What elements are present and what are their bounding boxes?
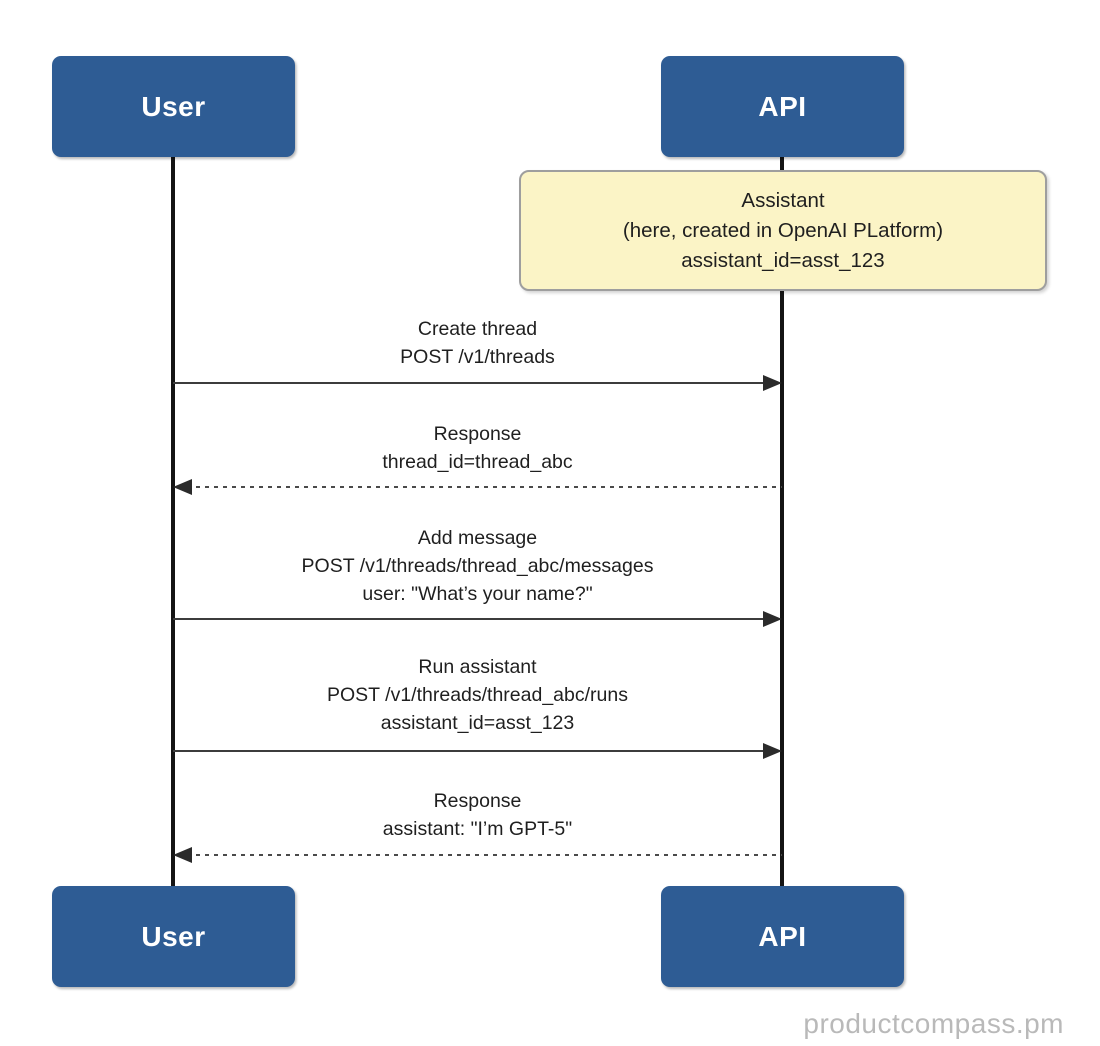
assistant-note-line: (here, created in OpenAI PLatform) [622, 218, 944, 242]
message-line: assistant_id=asst_123 [380, 712, 575, 734]
assistant-note: Assistant (here, created in OpenAI PLatf… [519, 170, 1047, 291]
dashed-arrow-line [187, 486, 782, 488]
message-assistant-response-label: Response assistant: "I’m GPT-5" [173, 787, 782, 843]
solid-arrow-line [173, 618, 768, 620]
solid-arrow-line [173, 750, 768, 752]
message-run-assistant-arrow [173, 743, 782, 759]
actor-user-top: User [52, 56, 295, 157]
actor-user-bottom-label: User [141, 920, 206, 952]
message-add-message-label: Add message POST /v1/threads/thread_abc/… [173, 524, 782, 608]
message-line: POST /v1/threads/thread_abc/messages [301, 555, 654, 577]
message-thread-response-arrow [173, 479, 782, 495]
actor-api-bottom: API [661, 886, 904, 987]
message-line: thread_id=thread_abc [382, 451, 573, 473]
arrowhead-left-icon [173, 479, 192, 495]
arrowhead-right-icon [763, 611, 782, 627]
actor-api-bottom-label: API [758, 920, 807, 952]
assistant-note-line: assistant_id=asst_123 [681, 248, 885, 272]
message-line: POST /v1/threads/thread_abc/runs [327, 684, 628, 706]
dashed-arrow-line [187, 854, 782, 856]
message-line: Run assistant [418, 656, 537, 678]
user-lifeline [171, 157, 175, 886]
actor-user-top-label: User [141, 90, 206, 122]
message-line: Response [433, 790, 522, 812]
actor-api-top-label: API [758, 90, 807, 122]
solid-arrow-line [173, 382, 768, 384]
message-run-assistant-label: Run assistant POST /v1/threads/thread_ab… [173, 653, 782, 737]
api-lifeline [780, 157, 784, 886]
message-line: Response [433, 423, 522, 445]
message-thread-response-label: Response thread_id=thread_abc [173, 420, 782, 476]
message-line: Create thread [417, 318, 538, 340]
actor-user-bottom: User [52, 886, 295, 987]
assistant-note-line: Assistant [741, 188, 825, 212]
message-line: assistant: "I’m GPT-5" [382, 818, 573, 840]
message-line: user: "What’s your name?" [362, 583, 593, 605]
message-line: POST /v1/threads [400, 346, 555, 368]
actor-api-top: API [661, 56, 904, 157]
message-create-thread-arrow [173, 375, 782, 391]
arrowhead-left-icon [173, 847, 192, 863]
message-assistant-response-arrow [173, 847, 782, 863]
arrowhead-right-icon [763, 375, 782, 391]
message-line: Add message [417, 527, 538, 549]
message-create-thread-label: Create thread POST /v1/threads [173, 315, 782, 371]
arrowhead-right-icon [763, 743, 782, 759]
watermark: productcompass.pm [803, 1008, 1064, 1039]
message-add-message-arrow [173, 611, 782, 627]
